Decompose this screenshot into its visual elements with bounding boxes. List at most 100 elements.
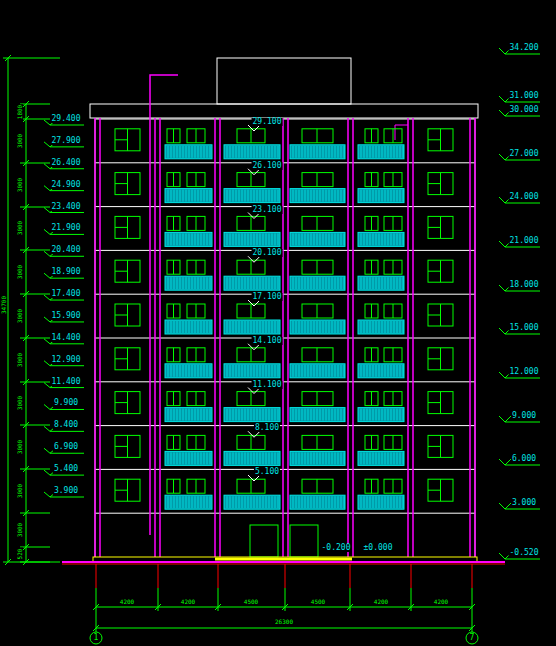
window: [173, 260, 174, 274]
window: [428, 435, 453, 457]
balcony-rail: [183, 233, 184, 245]
balcony-rail: [382, 146, 383, 158]
dimension-tick: [5, 559, 11, 565]
elevation-text: -0.200: [321, 544, 352, 552]
dimension-line: [20, 425, 50, 426]
elevation-marker: [505, 116, 540, 117]
balcony-rail: [272, 146, 273, 158]
balcony-rail: [335, 277, 336, 289]
balcony-rail: [290, 364, 345, 378]
dimension-tick: [469, 625, 475, 631]
balcony-rail: [251, 452, 252, 464]
balcony-rail: [275, 452, 276, 464]
balcony-rail: [394, 321, 395, 333]
balcony-rail: [373, 190, 374, 202]
balcony-rail: [317, 409, 318, 421]
balcony-rail: [403, 321, 404, 333]
wall-line: [95, 118, 96, 557]
window: [365, 216, 378, 230]
dimension-line: [26, 104, 27, 562]
balcony-rail: [296, 496, 297, 508]
dimension-tick: [23, 116, 29, 122]
balcony-rail: [364, 496, 365, 508]
balcony-rail: [201, 277, 202, 289]
balcony-rail: [335, 190, 336, 202]
balcony-rail: [400, 496, 401, 508]
balcony-rail: [275, 365, 276, 377]
window: [365, 479, 378, 493]
balcony-rail: [269, 496, 270, 508]
floor-line: [95, 338, 475, 339]
balcony-rail: [275, 277, 276, 289]
balcony-rail: [189, 233, 190, 245]
balcony-rail: [251, 190, 252, 202]
window: [173, 304, 174, 318]
column-line: [407, 118, 409, 557]
elevation-text: 17.400: [51, 290, 82, 298]
elevation-text: ±0.000: [363, 544, 394, 552]
window: [428, 260, 453, 282]
elevation-text: 23.400: [51, 203, 82, 211]
balcony-rail: [376, 146, 377, 158]
balcony-rail: [266, 233, 267, 245]
balcony-rail: [391, 452, 392, 464]
balcony-rail: [236, 190, 237, 202]
balcony-rail: [239, 409, 240, 421]
window: [251, 304, 252, 318]
balcony-rail: [370, 277, 371, 289]
balcony-rail: [165, 408, 212, 422]
balcony-rail: [370, 233, 371, 245]
dimension-line: [20, 104, 50, 105]
balcony-rail: [168, 146, 169, 158]
balcony-rail: [344, 452, 345, 464]
column-line: [412, 118, 414, 557]
balcony-rail: [382, 321, 383, 333]
balcony-rail: [305, 233, 306, 245]
balcony-rail: [305, 277, 306, 289]
balcony-rail: [192, 146, 193, 158]
balcony-rail: [198, 277, 199, 289]
balcony-rail: [224, 276, 280, 290]
window: [371, 479, 372, 493]
window: [393, 216, 394, 230]
balcony-rail: [397, 277, 398, 289]
balcony-rail: [186, 321, 187, 333]
window: [173, 348, 174, 362]
balcony-rail: [344, 190, 345, 202]
balcony-rail: [171, 409, 172, 421]
window: [173, 479, 174, 493]
balcony-rail: [314, 409, 315, 421]
balcony-rail: [236, 146, 237, 158]
dimension-text: 3000: [17, 264, 23, 280]
balcony-rail: [308, 146, 309, 158]
balcony-rail: [183, 496, 184, 508]
balcony-rail: [248, 409, 249, 421]
balcony-rail: [403, 233, 404, 245]
balcony-rail: [168, 190, 169, 202]
dimension-line: [20, 562, 50, 563]
dimension-text: 3000: [17, 522, 23, 538]
balcony-rail: [245, 146, 246, 158]
balcony-rail: [394, 277, 395, 289]
dimension-tick: [23, 559, 29, 565]
balcony-rail: [198, 233, 199, 245]
balcony-rail: [242, 146, 243, 158]
balcony-rail: [394, 190, 395, 202]
balcony-rail: [391, 496, 392, 508]
balcony-rail: [204, 190, 205, 202]
window: [251, 348, 252, 362]
balcony-rail: [260, 409, 261, 421]
elevation-text: 26300: [274, 619, 294, 625]
column-line: [214, 118, 216, 557]
balcony-rail: [272, 190, 273, 202]
balcony-rail: [245, 365, 246, 377]
dimension-line: [20, 513, 50, 514]
balcony-rail: [338, 452, 339, 464]
balcony-rail: [290, 145, 345, 159]
balcony-rail: [326, 233, 327, 245]
window: [317, 129, 318, 143]
balcony-rail: [341, 496, 342, 508]
balcony-rail: [201, 321, 202, 333]
window: [384, 129, 402, 143]
